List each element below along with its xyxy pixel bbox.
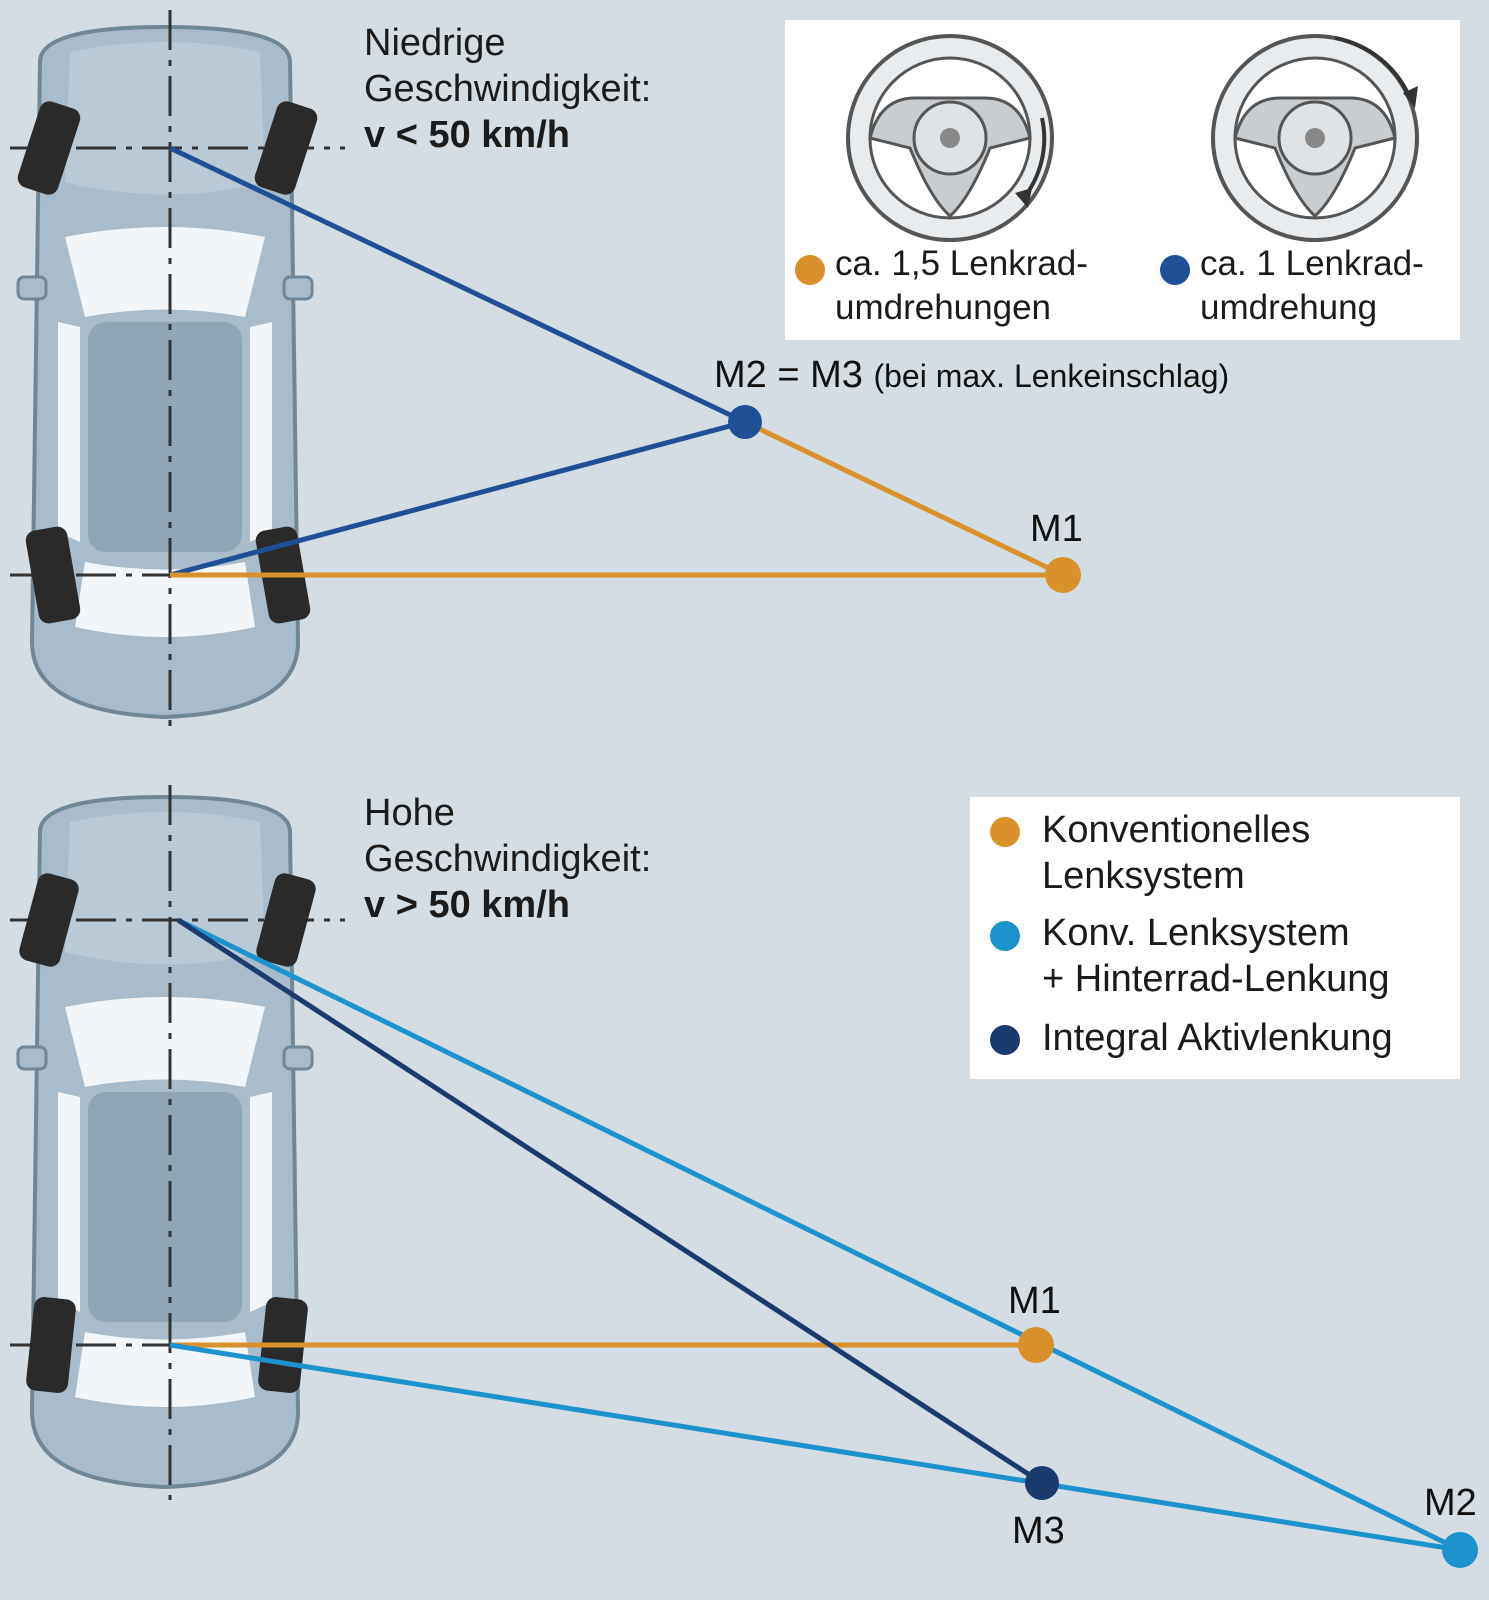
point-bottom-m1 [1018,1327,1054,1363]
bottom-title-line1: Hohe [364,792,455,834]
bottom-title-speed: v > 50 km/h [364,884,570,926]
car-bottom [10,785,345,1500]
line-top-m2m3-to-m1 [743,419,1065,578]
bottom-title-line2: Geschwindigkeit: [364,838,652,880]
blue-dot-icon [1160,255,1190,285]
car-top [10,10,345,730]
tire-front-left-bottom [19,873,79,967]
steering-wheels [846,34,1419,242]
tire-front-right [254,101,318,195]
wheel-legend-right: ca. 1 Lenkrad- umdrehung [1200,242,1424,330]
top-title-speed: v < 50 km/h [364,114,570,156]
legend-integral: Integral Aktivlenkung [1042,1015,1393,1061]
top-title: Niedrige Geschwindigkeit: v < 50 km/h [364,20,651,158]
label-bottom-m2: M2 [1424,1482,1477,1524]
light-blue-dot-icon [990,921,1020,951]
orange-dot-icon [990,817,1020,847]
legend-rear-wheel-line2: + Hinterrad-Lenkung [1042,958,1390,1000]
bottom-title: Hohe Geschwindigkeit: v > 50 km/h [364,790,651,928]
top-title-line2: Geschwindigkeit: [364,68,652,110]
point-m2m3 [728,405,762,439]
steering-wheel-right-icon [1211,34,1419,242]
label-m2m3: M2 = M3 (bei max. Lenkeinschlag) [714,354,1229,397]
label-m2m3-main: M2 = M3 [714,354,863,396]
tire-front-left [17,101,81,195]
wheel-legend-right-line2: umdrehung [1200,288,1378,327]
line-bottom-front-to-m3 [176,917,1044,1486]
line-top-rear-to-m2m3 [169,419,746,578]
wheel-legend-right-line1: ca. 1 Lenkrad- [1200,244,1424,283]
wheel-legend-left-line2: umdrehungen [835,288,1051,327]
label-bottom-m3: M3 [1012,1510,1065,1552]
label-bottom-m1: M1 [1008,1280,1061,1322]
navy-dot-icon [990,1025,1020,1055]
legend-conventional-line2: Lenksystem [1042,855,1245,897]
line-bottom-front-to-m2 [176,917,1462,1553]
tire-rear-left-bottom [26,1297,76,1393]
legend-conventional: Konventionelles Lenksystem [1042,807,1310,899]
wheel-legend-left-line1: ca. 1,5 Lenkrad- [835,244,1088,283]
orange-dot-icon [795,255,825,285]
steering-legend-box: ca. 1,5 Lenkrad- umdrehungen ca. 1 Lenkr… [785,20,1460,340]
line-bottom-rear-to-m2 [169,1342,1461,1553]
legend-conventional-line1: Konventionelles [1042,809,1311,851]
wheel-legend-left: ca. 1,5 Lenkrad- umdrehungen [835,242,1088,330]
legend-rear-wheel-line1: Konv. Lenksystem [1042,912,1350,954]
label-m2m3-note: (bei max. Lenkeinschlag) [873,358,1230,394]
top-title-line1: Niedrige [364,22,506,64]
line-top-front-to-m2m3 [168,145,747,425]
label-top-m1: M1 [1030,508,1083,550]
point-bottom-m3 [1025,1466,1059,1500]
point-top-m1 [1045,557,1081,593]
tire-front-right-bottom [256,873,316,967]
legend-integral-line1: Integral Aktivlenkung [1042,1017,1393,1059]
tire-rear-left [25,526,81,624]
point-bottom-m2 [1442,1532,1478,1568]
steering-wheel-left-icon [846,34,1054,242]
legend-rear-wheel: Konv. Lenksystem + Hinterrad-Lenkung [1042,910,1390,1002]
steering-system-legend: Konventionelles Lenksystem Konv. Lenksys… [970,797,1460,1079]
